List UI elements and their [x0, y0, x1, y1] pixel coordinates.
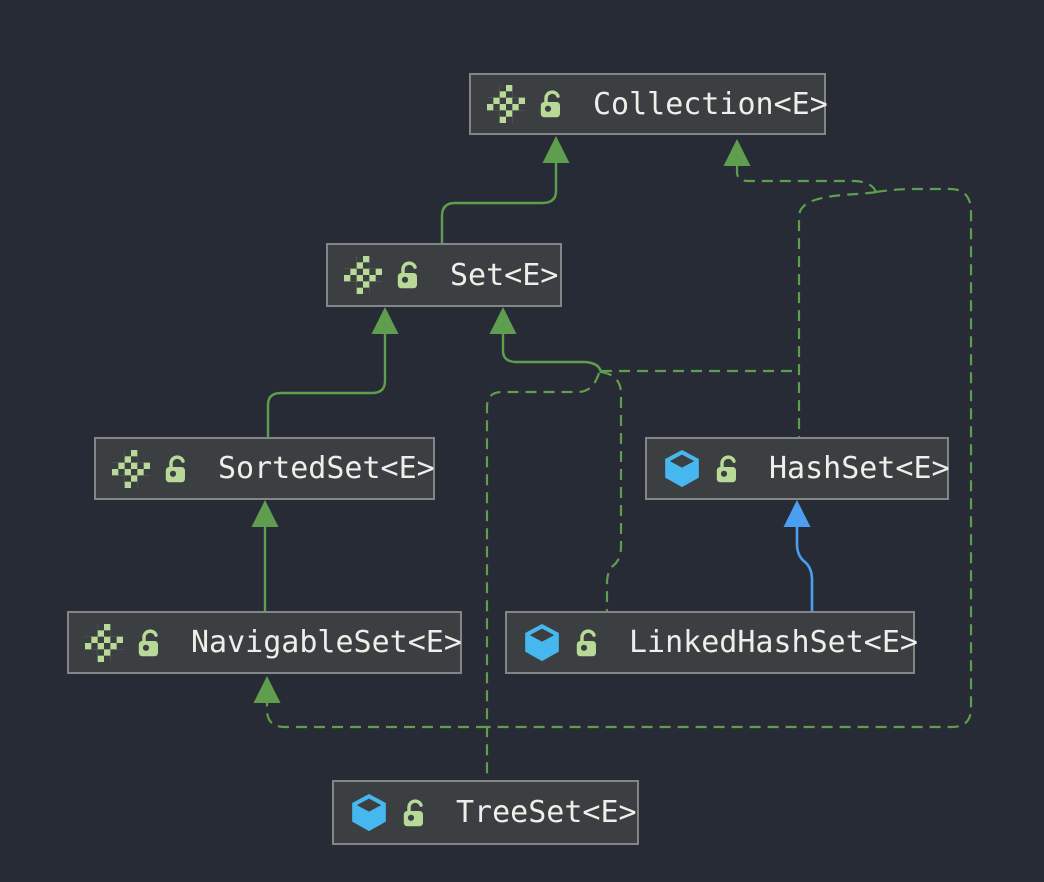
arrowhead-treeset-navigableset: [253, 676, 281, 703]
public-unlocked-icon: [165, 454, 185, 482]
edge-dashed-hashset-branch[interactable]: [797, 190, 877, 437]
edge-bundle-into-set[interactable]: [501, 334, 603, 374]
edge-dashed-into-collection[interactable]: [735, 166, 878, 193]
class-icon: [525, 623, 559, 661]
interface-icon: [112, 449, 150, 488]
public-unlocked-icon: [397, 261, 417, 289]
public-unlocked-icon: [576, 628, 596, 656]
edge-dashed-right-loop[interactable]: [487, 187, 973, 729]
arrowhead-realizations-collection: [723, 139, 751, 166]
edge-dashed-treeset-navigableset[interactable]: [265, 703, 487, 729]
edge-set-collection[interactable]: [440, 163, 558, 243]
public-unlocked-icon: [716, 454, 736, 482]
node-label: SortedSet<E>: [218, 451, 435, 486]
interface-icon: [487, 85, 525, 123]
node-collection[interactable]: Collection<E>: [469, 73, 828, 135]
edge-sortedset-set[interactable]: [266, 334, 387, 437]
node-hashset[interactable]: HashSet<E>: [645, 437, 950, 500]
public-unlocked-icon: [138, 628, 158, 656]
node-label: LinkedHashSet<E>: [629, 625, 918, 660]
interface-icon: [85, 623, 123, 662]
node-label: Set<E>: [450, 257, 559, 293]
public-unlocked-icon: [403, 798, 423, 826]
arrowhead-navigableset-sortedset: [251, 500, 279, 527]
arrowhead-set-collection: [542, 136, 570, 163]
arrowhead-linkedhashset-hashset: [783, 500, 811, 527]
arrowhead-realizations-set: [489, 307, 517, 334]
node-navigableset[interactable]: NavigableSet<E>: [67, 611, 462, 674]
node-linkedhashset[interactable]: LinkedHashSet<E>: [505, 611, 918, 674]
class-icon: [665, 449, 699, 487]
interface-icon: [344, 256, 382, 294]
public-unlocked-icon: [540, 90, 560, 118]
node-label: Collection<E>: [593, 86, 828, 122]
node-treeset[interactable]: TreeSet<E>: [332, 780, 639, 845]
arrowhead-sortedset-set: [371, 307, 399, 334]
node-label: TreeSet<E>: [456, 795, 637, 830]
edge-dashed-treeset-trunk[interactable]: [485, 372, 601, 780]
node-sortedset[interactable]: SortedSet<E>: [94, 437, 435, 500]
edge-dashed-linkedhashset-branch[interactable]: [600, 370, 623, 611]
node-set[interactable]: Set<E>: [326, 243, 562, 307]
edge-linkedhashset-hashset[interactable]: [795, 527, 814, 611]
class-icon: [352, 793, 386, 831]
node-label: NavigableSet<E>: [191, 625, 462, 660]
node-label: HashSet<E>: [769, 451, 950, 486]
